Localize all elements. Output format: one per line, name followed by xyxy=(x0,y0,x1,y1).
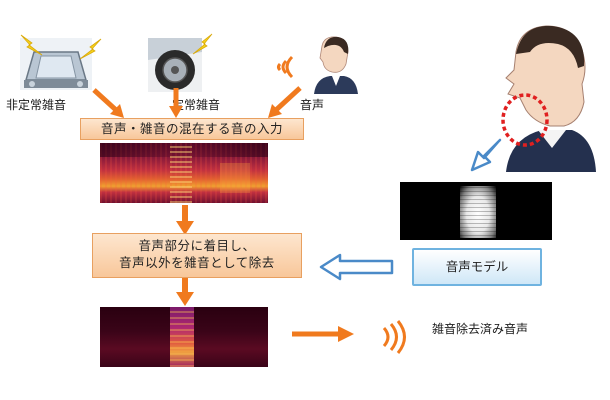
arrow-speech xyxy=(268,86,302,118)
sound-wave-icon xyxy=(378,320,408,354)
input-mix-box: 音声・雑音の混在する音の入力 xyxy=(80,118,304,140)
arrow-steady xyxy=(169,88,183,118)
lightning-icon xyxy=(18,33,46,59)
sound-wave-icon xyxy=(272,52,298,82)
voice-model-label: 音声モデル xyxy=(445,259,509,274)
arrow-to-output xyxy=(176,278,194,306)
car-windshield-icon xyxy=(20,38,92,90)
voice-model-box: 音声モデル xyxy=(412,248,542,286)
arrow-nonsteady xyxy=(92,88,124,118)
face-profile-icon xyxy=(486,22,596,172)
person-speaking-icon xyxy=(310,34,358,94)
process-box: 音声部分に着目し、 音声以外を雑音として除去 xyxy=(92,233,302,278)
hollow-arrow-down xyxy=(470,138,502,172)
input-spectrogram xyxy=(100,143,268,203)
input-mix-label: 音声・雑音の混在する音の入力 xyxy=(100,121,283,136)
mouth-highlight-icon xyxy=(500,92,550,148)
process-line1: 音声部分に着目し、 xyxy=(138,238,256,253)
speech-label: 音声 xyxy=(300,98,325,112)
arrow-to-result xyxy=(292,326,354,342)
arrow-to-process xyxy=(176,205,194,235)
lightning-icon xyxy=(76,37,104,63)
steady-noise-label: 定常雑音 xyxy=(172,98,221,112)
output-label: 雑音除去済み音声 xyxy=(432,322,529,336)
lightning-icon xyxy=(190,32,216,58)
tire-icon xyxy=(148,38,202,92)
hollow-arrow-left xyxy=(319,253,394,281)
nonsteady-noise-label: 非定常雑音 xyxy=(6,98,67,112)
voice-spectrogram xyxy=(400,182,552,240)
process-line2: 音声以外を雑音として除去 xyxy=(119,255,275,270)
output-spectrogram xyxy=(100,307,268,367)
